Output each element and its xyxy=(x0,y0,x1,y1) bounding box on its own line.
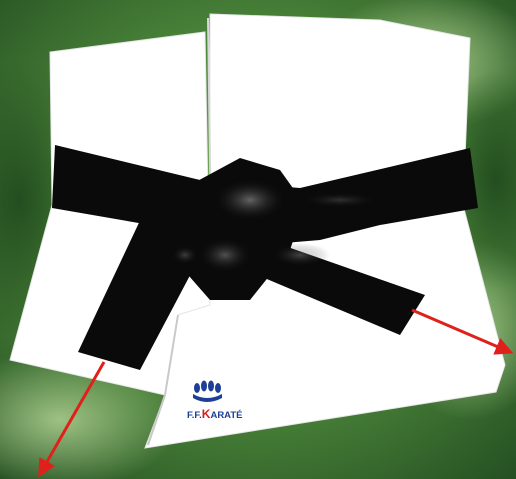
logo-text: F.F.KARATÉ xyxy=(187,407,242,421)
logo-suffix: ARATÉ xyxy=(210,410,242,421)
belt-highlight xyxy=(171,245,199,265)
belt-highlight xyxy=(300,192,380,208)
logo-k-letter: K xyxy=(202,407,211,421)
belt-highlight xyxy=(212,178,288,222)
logo-prefix: F.F. xyxy=(187,410,202,421)
belt-highlight xyxy=(197,237,253,273)
belt-highlight xyxy=(270,243,330,267)
